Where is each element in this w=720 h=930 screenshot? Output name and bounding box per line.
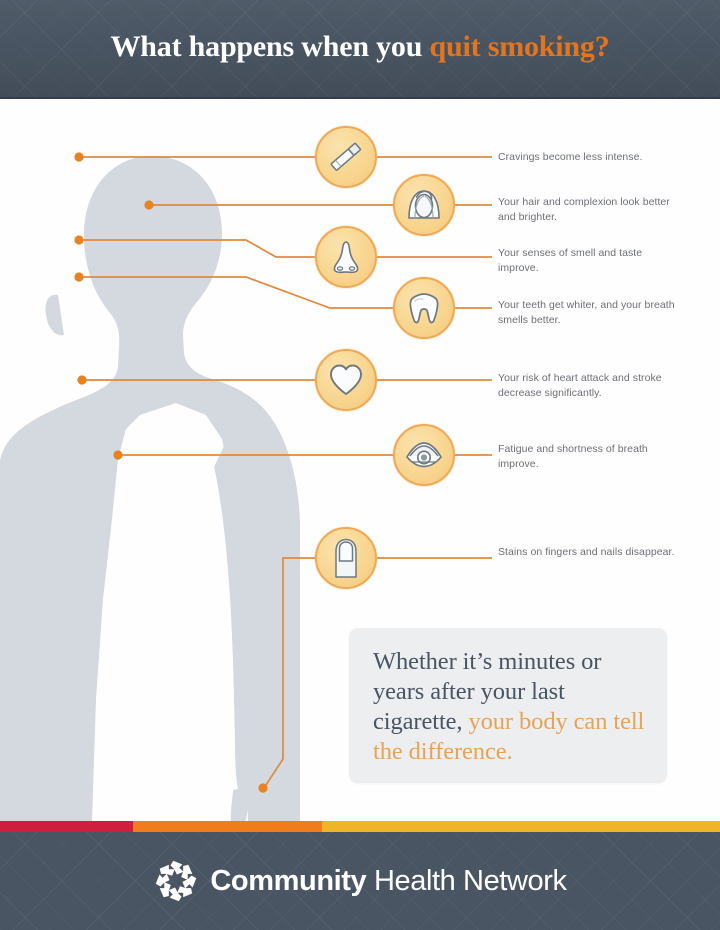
page-title-plain: What happens when you [110, 30, 430, 63]
connector-lines [74, 152, 492, 793]
human-silhouette [0, 156, 300, 821]
connector-smell-left [79, 239, 315, 258]
icon-circle-stains-nails[interactable] [315, 527, 377, 589]
icon-circle-heart-stroke[interactable] [315, 349, 377, 411]
quote-plain: Whether it’s minutes or years after your… [373, 648, 602, 735]
label-heart-stroke: Your risk of heart attack and stroke dec… [498, 372, 662, 399]
label-fatigue-breath: Fatigue and shortness of breath improve. [498, 443, 648, 470]
face-hair-icon [408, 190, 440, 219]
nose-icon [333, 241, 359, 274]
anchor-dot-smell [74, 235, 84, 245]
brand-name-bold: Community [210, 864, 367, 897]
label-stains-nails: Stains on fingers and nails disappear. [498, 546, 675, 558]
footer-banner: Community Health Network [0, 832, 720, 930]
anchor-dot-hair [144, 200, 154, 210]
fingernail-icon [335, 538, 357, 578]
brand-name-light: Health Network [366, 864, 567, 897]
page-title: What happens when you quit smoking? [0, 30, 720, 64]
label-smell-taste: Your senses of smell and taste improve. [498, 247, 643, 274]
label-cravings: Cravings become less intense. [498, 151, 643, 163]
anchor-dot-cravings [74, 152, 84, 162]
anchor-dot-eye [113, 450, 123, 460]
icon-circle-fatigue-breath[interactable] [393, 424, 455, 486]
connector-nails-left [263, 557, 315, 789]
header-bottom-rule [0, 97, 720, 99]
footer-chevron-pattern [0, 832, 720, 930]
brand-wordmark: Community Health Network [210, 864, 567, 898]
connector-teeth-left [79, 276, 393, 309]
quote-text: Whether it’s minutes or years after your… [373, 647, 651, 767]
color-bar-segment-red [0, 821, 133, 832]
quote-callout-box: Whether it’s minutes or years after your… [349, 628, 667, 783]
eye-icon [406, 442, 442, 468]
footer-brand-lockup: Community Health Network [0, 832, 720, 930]
header-banner: What happens when you quit smoking? [0, 0, 720, 99]
icon-circle-smell-taste[interactable] [315, 226, 377, 288]
community-health-network-logo-icon [156, 860, 197, 902]
page-title-highlight: quit smoking? [429, 30, 610, 63]
brand-color-bar [0, 821, 720, 832]
label-hair-complexion: Your hair and complexion look better and… [498, 196, 670, 223]
header-chevron-pattern [0, 0, 720, 99]
icon-circle-teeth-breath[interactable] [393, 277, 455, 339]
color-bar-segment-gold [322, 821, 720, 832]
cigarette-icon [330, 142, 362, 171]
anchor-dot-heart [77, 375, 87, 385]
anchor-dot-nails [258, 783, 268, 793]
quote-highlight: your body can tell the difference. [373, 708, 645, 765]
label-teeth-breath: Your teeth get whiter, and your breath s… [498, 299, 675, 326]
header-shading [0, 0, 720, 99]
icon-circle-hair-complexion[interactable] [393, 174, 455, 236]
heart-icon [330, 364, 362, 395]
anchor-dot-teeth [74, 272, 84, 282]
icon-circle-cravings[interactable] [315, 126, 377, 188]
tooth-icon [409, 293, 439, 324]
color-bar-segment-orange [133, 821, 322, 832]
